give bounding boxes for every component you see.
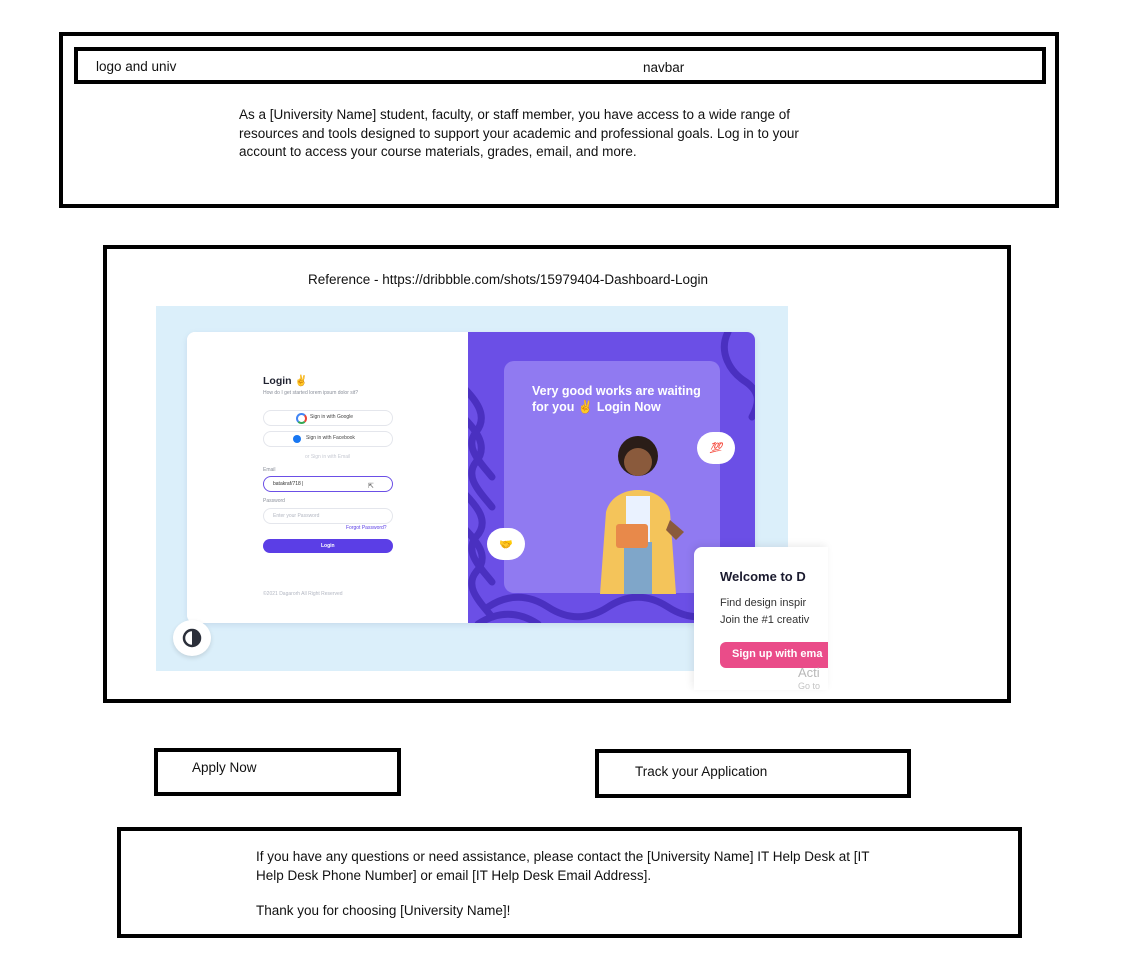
password-input[interactable]: Enter your Password [263, 508, 393, 524]
facebook-icon [293, 435, 301, 443]
intro-text: As a [University Name] student, faculty,… [239, 107, 799, 159]
navbar-label: navbar [643, 60, 685, 75]
theme-toggle-button[interactable] [173, 620, 211, 656]
signup-button[interactable]: Sign up with ema [720, 642, 828, 668]
hundred-badge-icon: 💯 [697, 432, 735, 464]
forgot-password-link[interactable]: Forgot Password? [346, 525, 387, 531]
welcome-popup: Welcome to D Find design inspir Join the… [694, 547, 828, 690]
login-subtitle: How do I get started lorem ipsum dolor s… [263, 390, 359, 396]
track-application-button[interactable] [595, 749, 911, 798]
login-card-mockup: Login ✌ How do I get started lorem ipsum… [187, 332, 755, 623]
welcome-title: Welcome to D [720, 569, 806, 584]
apply-now-button[interactable] [154, 748, 401, 796]
navbar[interactable] [74, 47, 1046, 84]
facebook-signin-button[interactable]: Sign in with Facebook [263, 431, 393, 447]
logo-and-university[interactable]: logo and univ [96, 59, 177, 74]
email-divider: or Sign in with Email [305, 454, 351, 460]
promo-pane: Very good works are waiting for you ✌ Lo… [468, 332, 755, 623]
promo-headline: Very good works are waiting for you ✌ Lo… [532, 384, 701, 414]
thanks-text: Thank you for choosing [University Name]… [256, 903, 511, 918]
woman-illustration [600, 436, 684, 594]
footer-section [117, 827, 1022, 938]
login-title: Login ✌ [263, 375, 308, 387]
activate-watermark: Acti [798, 665, 820, 680]
apply-now-label: Apply Now [192, 760, 257, 775]
google-signin-button[interactable]: Sign in with Google [263, 410, 393, 426]
login-button[interactable]: Login [263, 539, 393, 553]
track-application-label: Track your Application [635, 764, 768, 779]
password-label: Password [263, 498, 285, 504]
copyright-text: ©2021 Dagarorh All Right Reserved [263, 591, 343, 597]
email-input[interactable]: batakraf/718 | ⇱ [263, 476, 393, 492]
login-pane: Login ✌ How do I get started lorem ipsum… [187, 332, 468, 623]
handshake-icon: 🤝 [487, 528, 525, 560]
cursor-icon: ⇱ [368, 483, 374, 490]
activate-watermark-sub: Go to [798, 681, 821, 690]
help-desk-text: If you have any questions or need assist… [256, 849, 870, 883]
google-icon [296, 413, 307, 424]
welcome-line-1: Find design inspir [720, 597, 807, 609]
welcome-line-2: Join the #1 creativ [720, 614, 810, 626]
email-label: Email [263, 467, 276, 473]
contrast-icon [182, 628, 202, 648]
reference-link-text: Reference - https://dribbble.com/shots/1… [308, 272, 708, 287]
